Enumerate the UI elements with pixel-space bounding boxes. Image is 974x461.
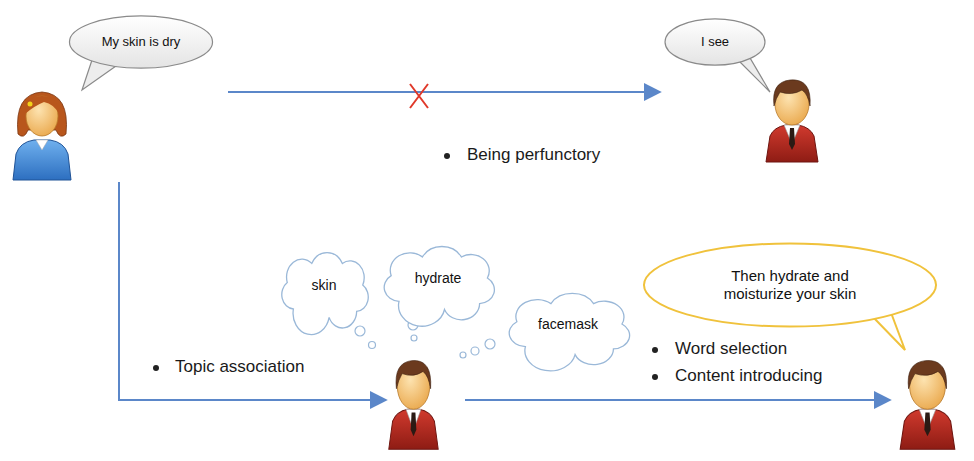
thought-cloud: hydrate (373, 243, 503, 313)
thought-word: facemask (538, 316, 598, 333)
cloud-outline (282, 253, 368, 335)
man-icon (389, 360, 438, 449)
thought-cloud: facemask (497, 290, 639, 358)
bullet (444, 153, 450, 159)
bullet-note: Topic association (175, 357, 304, 377)
speech-bubble: My skin is dry (68, 15, 214, 69)
flow-arrow (465, 399, 890, 401)
man-icon (766, 80, 818, 162)
woman-icon (13, 92, 71, 180)
thought-word: hydrate (415, 270, 462, 287)
speech-bubble: Then hydrate and moisturize your skin (641, 242, 939, 328)
thought-dot (355, 326, 365, 336)
cloud-outline (509, 293, 629, 370)
bubble-outline (69, 16, 212, 68)
speech-text: Then hydrate and moisturize your skin (700, 267, 880, 303)
bullet (652, 374, 658, 380)
bullet-note: Content introducing (675, 366, 822, 386)
speech-bubble: I see (664, 18, 766, 66)
bullet-note: Word selection (675, 339, 787, 359)
thought-dot (411, 335, 417, 341)
bubble-outline (665, 19, 765, 65)
thought-word: skin (312, 277, 337, 294)
bullet (153, 365, 159, 371)
thought-dot (369, 342, 376, 349)
thought-dot (460, 352, 466, 358)
bubble-outline (644, 243, 936, 326)
cross-mark (410, 84, 428, 108)
thought-cloud: skin (273, 249, 375, 321)
flow-arrow (228, 91, 660, 93)
speech-text: I see (701, 34, 729, 50)
man-icon (900, 360, 955, 449)
flow-arrow (119, 182, 386, 400)
cloud-outline (384, 247, 494, 327)
speech-text: My skin is dry (102, 34, 181, 50)
bullet-note: Being perfunctory (467, 145, 600, 165)
bullet (652, 347, 658, 353)
thought-dot (485, 339, 495, 349)
thought-dot (471, 347, 479, 355)
bubble-tail (738, 58, 770, 92)
